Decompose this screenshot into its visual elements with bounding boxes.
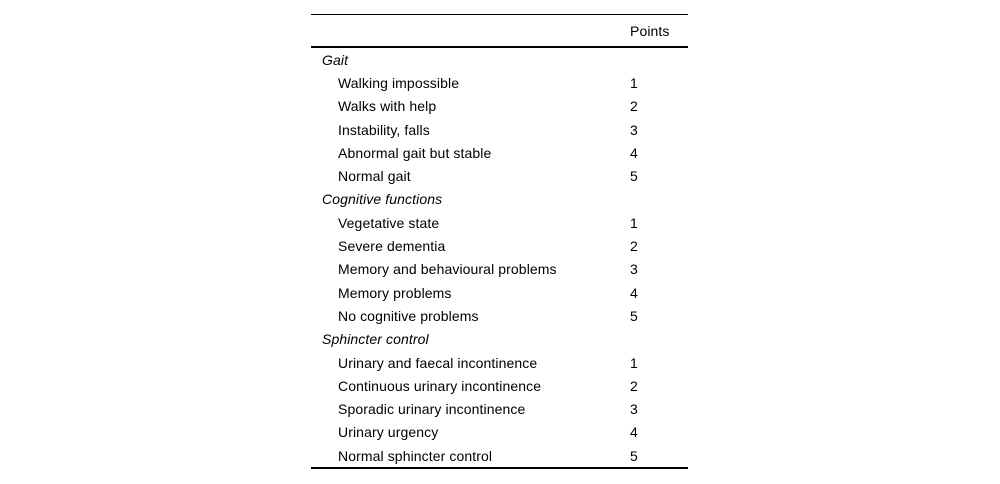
item-label: Memory and behavioural problems [338,261,557,278]
item-points-value: 5 [630,307,638,324]
item-points-value: 4 [630,144,638,161]
section-header-row: Cognitive functions [311,188,688,211]
table-row: Continuous urinary incontinence 2 [311,374,688,397]
points-column-header: Points [630,22,670,39]
section-title: Gait [322,51,349,68]
item-points-value: 1 [630,214,638,231]
section-header-row: Sphincter control [311,328,688,351]
item-points-value: 1 [630,74,638,91]
item-label: No cognitive problems [338,307,479,324]
item-label: Urinary urgency [338,424,439,441]
table-row: Urinary urgency 4 [311,421,688,444]
item-points-value: 5 [630,168,638,185]
table-row: No cognitive problems 5 [311,304,688,327]
item-points-value: 3 [630,401,638,418]
item-label: Walks with help [338,98,437,115]
table-row: Normal sphincter control 5 [311,444,688,467]
item-label: Vegetative state [338,214,440,231]
section-header-row: Gait [311,48,688,71]
item-points-value: 2 [630,377,638,394]
item-label: Walking impossible [338,74,460,91]
table-row: Walks with help 2 [311,95,688,118]
section-title: Cognitive functions [322,191,443,208]
section-title: Sphincter control [322,331,429,348]
table-bottom-rule [311,467,688,470]
table-row: Memory problems 4 [311,281,688,304]
item-label: Normal gait [338,168,411,185]
table-header-row: Points [311,15,688,46]
item-label: Normal sphincter control [338,447,493,464]
item-points-value: 5 [630,447,638,464]
item-points-value: 1 [630,354,638,371]
item-points-value: 2 [630,98,638,115]
table-row: Severe dementia 2 [311,234,688,257]
item-label: Memory problems [338,284,452,301]
item-points-value: 3 [630,261,638,278]
table-row: Normal gait 5 [311,164,688,187]
item-label: Severe dementia [338,238,446,255]
table-row: Memory and behavioural problems 3 [311,258,688,281]
item-points-value: 4 [630,424,638,441]
table-row: Vegetative state 1 [311,211,688,234]
item-points-value: 2 [630,238,638,255]
table-row: Walking impossible 1 [311,71,688,94]
table-row: Abnormal gait but stable 4 [311,141,688,164]
table-top-rule [311,14,688,15]
table-row: Sporadic urinary incontinence 3 [311,397,688,420]
item-label: Sporadic urinary incontinence [338,401,526,418]
item-label: Continuous urinary incontinence [338,377,542,394]
item-label: Urinary and faecal incontinence [338,354,538,371]
item-points-value: 3 [630,121,638,138]
table-header-rule [311,46,688,48]
table-row: Instability, falls 3 [311,118,688,141]
item-label: Instability, falls [338,121,430,138]
table-row: Urinary and faecal incontinence 1 [311,351,688,374]
item-points-value: 4 [630,284,638,301]
item-label: Abnormal gait but stable [338,144,492,161]
